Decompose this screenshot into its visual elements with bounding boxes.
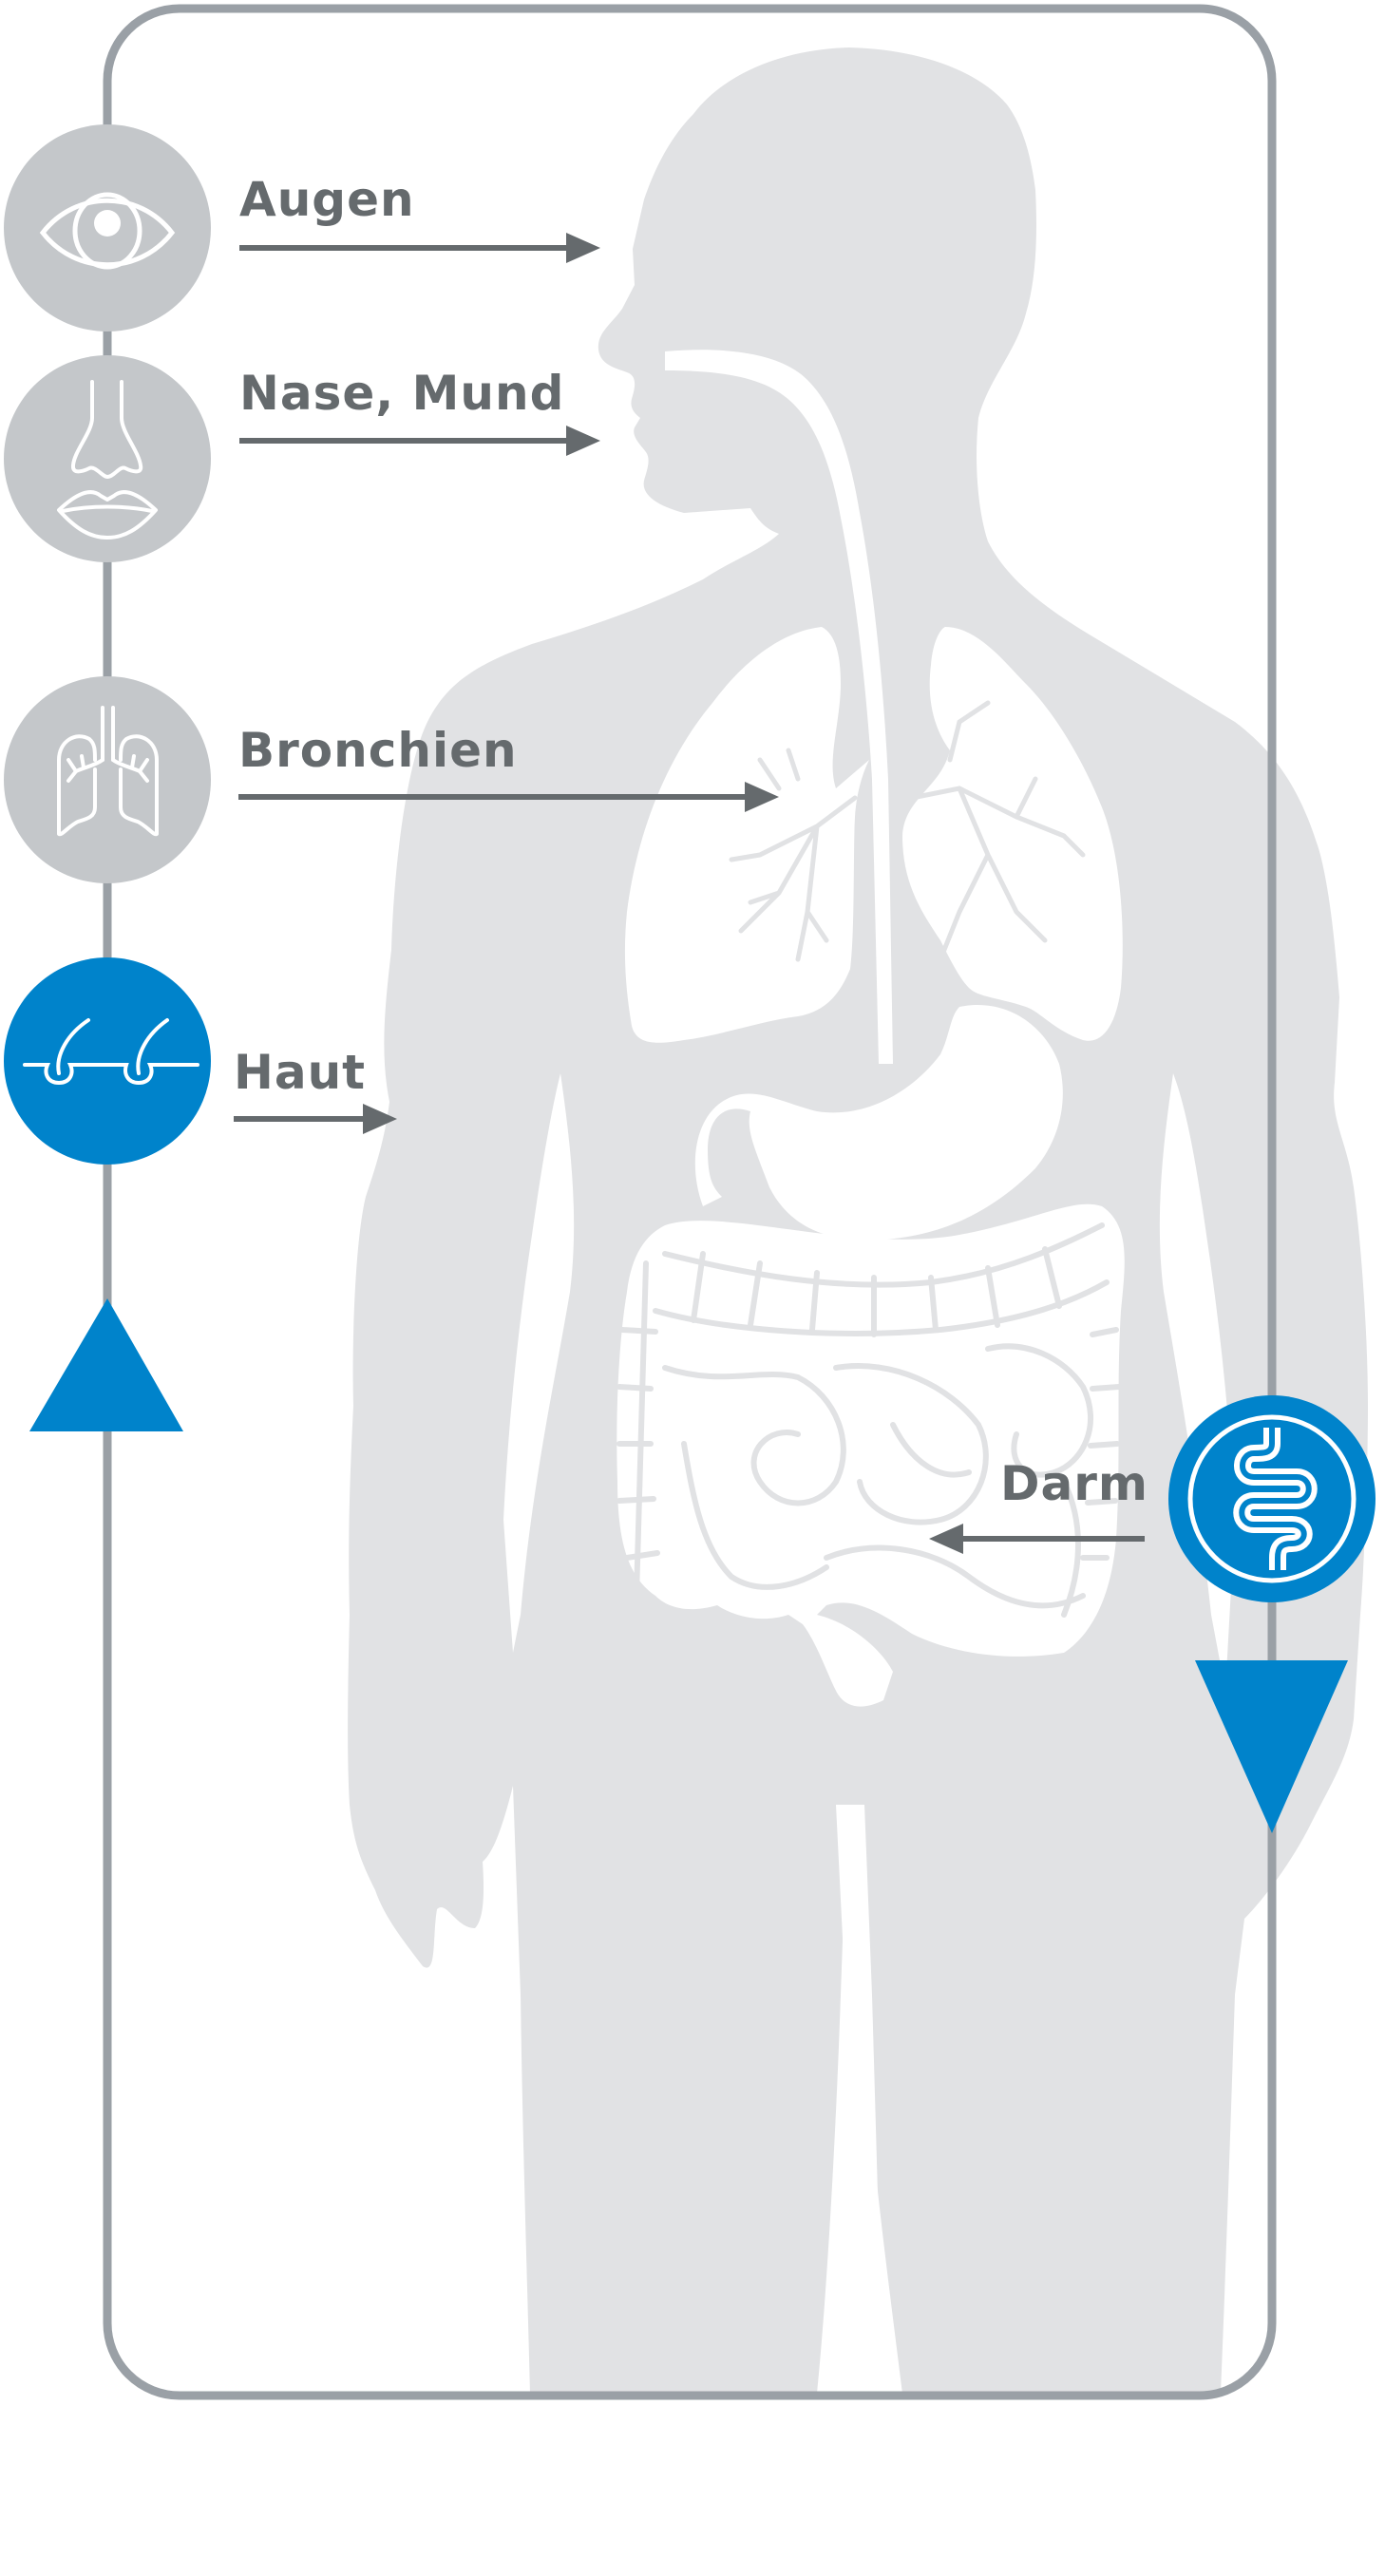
lungs-icon: [57, 706, 159, 837]
eye-icon: [39, 192, 176, 270]
arrow-nase-mund: [239, 426, 600, 456]
label-nase-mund: Nase, Mund: [239, 366, 565, 421]
label-haut: Haut: [234, 1045, 367, 1100]
nose-mouth-icon-badge: [4, 355, 211, 562]
arrow-augen: [239, 233, 600, 263]
skin-hair-follicle-icon: [23, 1018, 199, 1086]
skin-icon-badge: [4, 957, 211, 1165]
arrow-bronchien: [238, 782, 779, 812]
nose-mouth-icon: [57, 380, 158, 540]
intestine-icon-badge: [1168, 1395, 1376, 1602]
label-bronchien: Bronchien: [238, 723, 518, 778]
arrows: [234, 233, 1145, 1554]
small-intestine-coils: [617, 1222, 1122, 1618]
lung-left: [624, 627, 869, 1043]
stomach: [694, 1005, 1063, 1241]
triangle-up-icon: [29, 1298, 183, 1431]
label-darm: Darm: [1000, 1456, 1149, 1511]
eye-icon-badge: [4, 124, 211, 331]
cycle-frame: [103, 4, 1277, 2400]
arrow-darm: [929, 1524, 1145, 1554]
bronchi-branches: [729, 700, 1086, 962]
arrow-haut: [234, 1104, 397, 1134]
triangle-down-icon: [1195, 1660, 1348, 1833]
lungs-icon-badge: [4, 676, 211, 883]
label-augen: Augen: [239, 172, 415, 227]
